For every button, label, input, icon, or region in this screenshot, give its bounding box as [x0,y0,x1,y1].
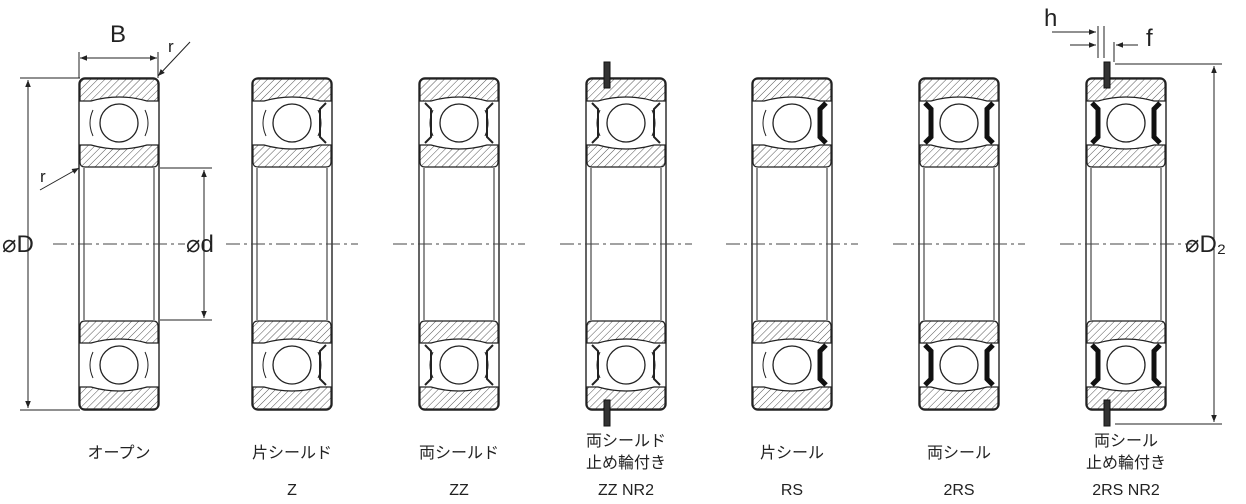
caption-name: 両シールド [418,443,499,462]
caption-code: RS [780,482,804,499]
dimension-lines [20,26,1222,425]
bearing-zz [393,77,525,411]
caption-name: 片シールド [251,443,332,462]
caption-name: 両シールド止め輪付き [585,431,666,472]
caption-code: Z [287,482,297,499]
bearing-rs [726,77,858,411]
label-snap-ring-f: f [1146,25,1153,52]
caption-code: ZZ [449,482,469,499]
bearing-z [226,77,358,411]
caption-code: 2RS NR2 [1092,482,1160,499]
bearing-zz-nr2 [560,61,692,427]
caption-name: 片シール [759,443,824,462]
label-chamfer-r-side: r [40,167,46,186]
caption-name: 両シール止め輪付き [1085,431,1166,472]
bearing-open [53,77,185,411]
label-width-B: B [110,21,126,48]
bearing-2rs-nr2 [1060,61,1192,427]
caption-code: ZZ NR2 [598,482,654,499]
caption-name: 両シール [926,443,991,462]
label-snap-ring-diameter: ⌀D₂ [1185,231,1226,258]
bearing-2rs [893,77,1025,411]
label-outer-diameter: ⌀D [2,231,34,258]
label-snap-ring-h: h [1044,5,1057,32]
label-chamfer-r-top: r [168,37,174,56]
caption-name: オープン [87,443,151,462]
caption-code: 2RS [943,482,975,499]
label-bore-diameter: ⌀d [186,231,214,258]
